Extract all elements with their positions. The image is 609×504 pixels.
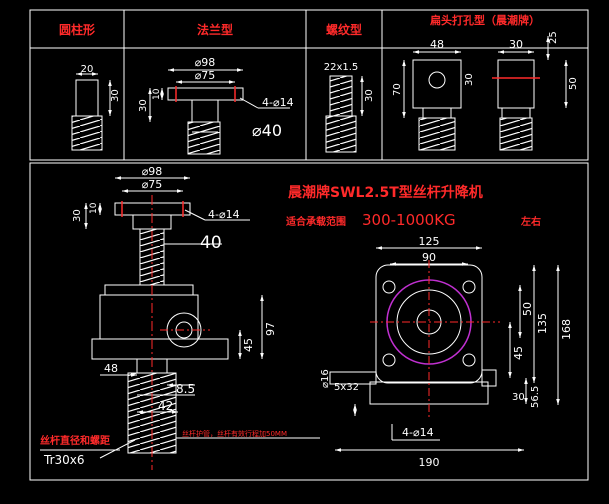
screw-spec: Tr30x6	[43, 453, 85, 467]
panel-title-cylinder: 圆柱形	[59, 22, 95, 37]
dim-r-56-5: 56.5	[530, 386, 541, 408]
dim-fl-d75: ⌀75	[195, 69, 216, 82]
dim-m-8-5: 8.5	[176, 382, 195, 396]
thread-end-drawing	[325, 75, 364, 153]
dim-r-125: 125	[419, 235, 440, 248]
dim-r-5x32: 5x32	[334, 382, 359, 393]
dim-th-spec: 22x1.5	[324, 62, 359, 73]
dim-cyl-20: 20	[81, 64, 94, 75]
dim-cl-30a: 30	[509, 38, 523, 51]
panel-title-flange: 法兰型	[197, 22, 233, 37]
cylinder-end-drawing	[71, 72, 112, 151]
screw-leader	[99, 439, 136, 459]
dim-fl-30: 30	[138, 99, 149, 112]
dim-r-30: 30	[512, 392, 525, 403]
flange-end-drawing	[148, 68, 290, 155]
dim-cyl-30: 30	[110, 89, 121, 102]
dim-r-45: 45	[512, 346, 525, 360]
plan-view-centerlines	[370, 260, 500, 420]
dim-th-30: 30	[364, 89, 375, 102]
guard-note: 丝杆护管，丝杆有效行程加50MM	[182, 429, 287, 438]
dim-fl-d98: ⌀98	[195, 56, 216, 69]
clevis-end-drawing	[402, 36, 568, 151]
dim-r-16: ⌀16	[320, 369, 331, 388]
dim-fl-d40: ⌀40	[252, 121, 282, 140]
load-range-line: 适合承载范围 300-1000KG 左右	[286, 211, 541, 229]
dim-m-45: 45	[242, 338, 255, 352]
dim-m-97: 97	[264, 322, 277, 336]
screw-note-label: 丝杆直径和螺距	[40, 434, 110, 447]
panel-title-thread: 螺纹型	[326, 22, 362, 37]
panel-frames	[29, 9, 589, 481]
dim-m-30: 30	[72, 209, 83, 222]
dim-r-168: 168	[560, 319, 573, 340]
dim-r-90: 90	[422, 251, 436, 264]
dim-cl-30b: 30	[464, 73, 475, 86]
dim-fl-10: 10	[152, 88, 162, 100]
panel-title-clevis: 扁头打孔型（晨潮牌）	[430, 13, 540, 27]
main-flange-holes	[121, 195, 184, 470]
dim-m-holes: 4-⌀14	[208, 208, 240, 221]
load-range-value: 300-1000KG	[362, 211, 456, 229]
dim-r-135: 135	[536, 313, 549, 334]
dim-cl-50: 50	[568, 77, 579, 90]
dim-m-10: 10	[89, 202, 99, 214]
dim-m-d75: ⌀75	[142, 178, 163, 191]
dim-m-40: 40	[200, 233, 222, 253]
dim-r-190: 190	[419, 456, 440, 469]
main-title: 晨潮牌SWL2.5T型丝杆升降机	[288, 184, 483, 201]
dim-r-50: 50	[521, 302, 534, 316]
flange-holes	[175, 86, 236, 102]
load-range-suffix: 左右	[520, 215, 541, 228]
dim-m-48: 48	[104, 362, 118, 375]
dim-fl-holes: 4-⌀14	[262, 96, 294, 109]
dim-m-42: 42	[158, 399, 173, 413]
dim-m-d98: ⌀98	[142, 165, 163, 178]
load-range-prefix: 适合承载范围	[286, 215, 346, 228]
dim-cl-48: 48	[430, 38, 444, 51]
dim-r-holes: 4-⌀14	[402, 426, 434, 439]
dim-cl-25: 25	[548, 31, 559, 44]
dim-cl-70: 70	[392, 83, 403, 96]
